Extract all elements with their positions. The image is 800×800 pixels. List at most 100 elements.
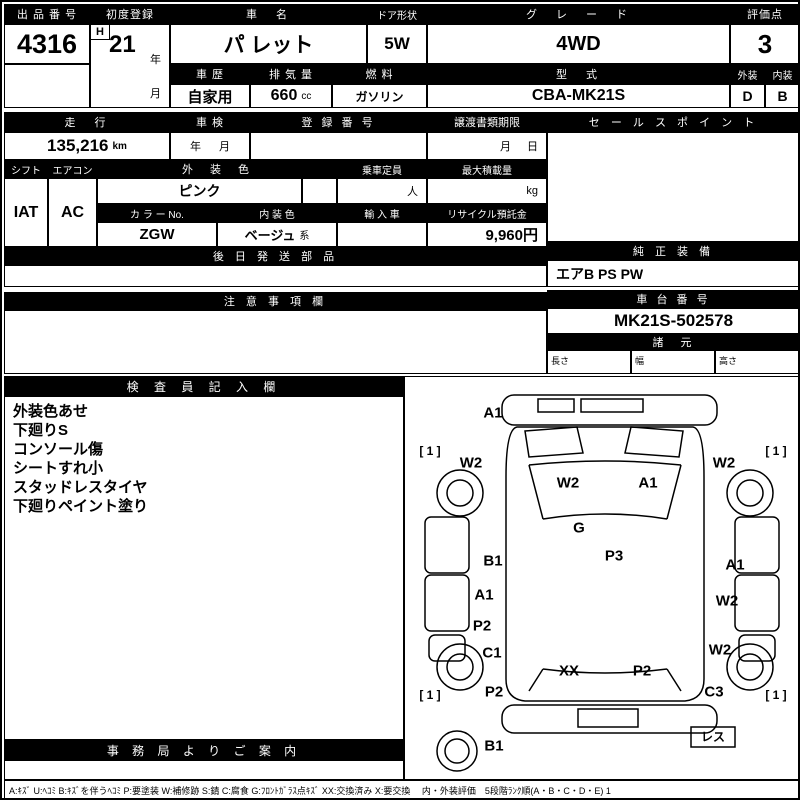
interior-color: ベージュ 系 — [217, 222, 337, 247]
aircon: AC — [48, 178, 97, 247]
car-outline — [424, 394, 780, 772]
model-code-label: 型 式 — [427, 64, 730, 84]
inspection-year-unit: 年 — [190, 141, 201, 153]
damage-mark: P2 — [485, 684, 503, 701]
inspector-note: 下廻りペイント塗り — [13, 498, 149, 515]
damage-mark: C3 — [704, 684, 723, 701]
empty-cell — [4, 64, 90, 108]
damage-mark: [ 1 ] — [419, 444, 440, 458]
door-shape: 5W — [367, 24, 427, 64]
transfer-deadline-label: 譲渡書類期限 — [427, 112, 547, 132]
damage-mark: W2 — [460, 455, 483, 472]
interior-grade: B — [765, 84, 798, 108]
mileage-unit: km — [112, 140, 127, 152]
length-label: 長さ — [551, 356, 570, 366]
inspection-label: 車 検 — [170, 112, 250, 132]
aircon-label: エアコン — [48, 160, 97, 178]
spec-length-cell: 長さ — [547, 350, 631, 374]
transfer-day-unit: 日 — [527, 141, 538, 153]
import-cell — [337, 222, 427, 247]
registration-number — [250, 132, 427, 160]
inspector-note: スタッドレスタイヤ — [13, 479, 148, 496]
payload-label: 最大積載量 — [427, 160, 547, 178]
auction-no-label: 出 品 番 号 — [4, 4, 90, 24]
recycle-deposit: 9,960円 — [427, 222, 547, 247]
later-parts-area — [4, 265, 547, 287]
inspector-label: 検 査 員 記 入 欄 — [4, 376, 404, 396]
displacement: 660 cc — [250, 84, 332, 108]
spec-width-cell: 幅 — [631, 350, 715, 374]
fuel: ガソリン — [332, 84, 427, 108]
less-label: レス — [701, 730, 725, 744]
exterior-color: ピンク — [97, 178, 302, 204]
inspector-note: 下廻りS — [13, 422, 69, 439]
grade: 4WD — [427, 24, 730, 64]
shift-label: シフト — [4, 160, 48, 178]
transfer-deadline: 月 日 — [427, 132, 547, 160]
interior-color-value: ベージュ — [244, 228, 296, 243]
damage-mark: G — [573, 520, 585, 537]
door-shape-label: ドア形状 — [367, 4, 427, 24]
damage-mark: P2 — [473, 618, 491, 635]
evaluation-score: 3 — [730, 24, 798, 64]
mileage-label: 走 行 — [4, 112, 170, 132]
car-history: 自家用 — [170, 84, 250, 108]
first-reg-label: 初度登録 — [90, 4, 170, 24]
damage-mark: XX — [559, 663, 579, 680]
interior-color-label: 内 装 色 — [217, 204, 337, 222]
capacity-label: 乗車定員 — [337, 160, 427, 178]
fuel-label: 燃 料 — [332, 64, 427, 84]
color-no: ZGW — [97, 222, 217, 247]
damage-mark: A1 — [483, 405, 502, 422]
interior-color-suffix: 系 — [299, 231, 310, 242]
height-label: 高さ — [719, 356, 738, 366]
capacity: 人 — [337, 178, 427, 204]
transfer-month-unit: 月 — [500, 141, 511, 153]
office-notice-area — [4, 760, 404, 780]
import-label: 輸 入 車 — [337, 204, 427, 222]
exterior-color-label: 外 装 色 — [97, 160, 337, 178]
spec-height-cell: 高さ — [715, 350, 798, 374]
era-code: H — [91, 25, 110, 40]
width-label: 幅 — [635, 356, 645, 366]
month-unit: 月 — [150, 88, 161, 100]
score-label: 評価点 — [730, 4, 798, 24]
payload: kg — [427, 178, 547, 204]
caution-area — [4, 310, 547, 374]
damage-mark: W2 — [709, 642, 732, 659]
chassis-no: MK21S-502578 — [547, 308, 798, 334]
caution-label: 注 意 事 項 欄 — [4, 292, 547, 310]
damage-mark: W2 — [716, 593, 739, 610]
equipment: エアB PS PW — [547, 260, 798, 287]
damage-mark: A1 — [474, 587, 493, 604]
mileage: 135,216 km — [4, 132, 170, 160]
sales-point-area — [547, 132, 798, 242]
damage-mark: B1 — [483, 553, 502, 570]
first-reg-cell: H 21 年 月 — [90, 24, 170, 108]
sales-point-label: セ ー ル ス ポ イ ン ト — [547, 112, 798, 132]
car-name: パ レット — [170, 24, 367, 64]
damage-mark: [ 1 ] — [765, 444, 786, 458]
auction-no: 4316 — [4, 24, 90, 64]
damage-mark: W2 — [557, 475, 580, 492]
inspector-note: シートすれ小 — [13, 460, 104, 477]
registration-number-label: 登 録 番 号 — [250, 112, 427, 132]
mileage-value: 135,216 — [47, 136, 109, 155]
damage-legend: A:ｷｽﾞ U:ﾍｺﾐ B:ｷｽﾞを伴うﾍｺﾐ P:要塗装 W:補修跡 S:錆 … — [4, 780, 798, 798]
later-parts-label: 後 日 発 送 部 品 — [4, 247, 547, 265]
model-code: CBA-MK21S — [427, 84, 730, 108]
damage-mark: B1 — [484, 738, 503, 755]
damage-mark: A1 — [638, 475, 657, 492]
office-notice-label: 事 務 局 よ り ご 案 内 — [4, 740, 404, 760]
damage-mark: [ 1 ] — [765, 688, 786, 702]
specs-label: 諸 元 — [547, 334, 798, 350]
first-reg-year: 21 — [109, 31, 136, 58]
inspection-month-unit: 月 — [219, 141, 230, 153]
damage-mark: P3 — [605, 548, 623, 565]
shift: IAT — [4, 178, 48, 247]
